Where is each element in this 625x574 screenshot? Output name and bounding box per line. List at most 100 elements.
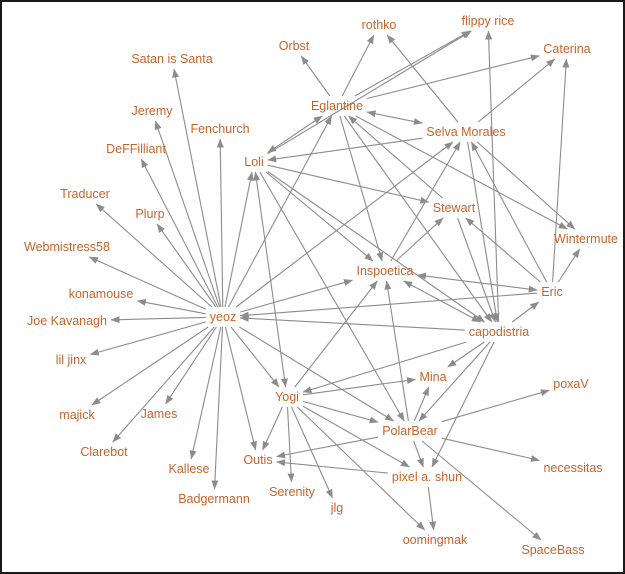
edge-eglantine-caterina	[366, 54, 540, 100]
edge-capodistria-polarbear	[418, 341, 491, 422]
edge-yogi-inspoetica	[294, 280, 378, 388]
node-clarebot: Clarebot	[80, 445, 128, 459]
node-james: James	[141, 407, 178, 421]
edge-eric-caterina	[552, 58, 570, 283]
edge-eric-wintermute	[557, 248, 581, 283]
edge-yeoz-majick	[91, 326, 209, 406]
node-eglantine: Eglantine	[311, 99, 363, 113]
edge-yeoz-webmistress	[88, 256, 207, 310]
edge-eric-yeoz	[239, 292, 538, 319]
edge-loli-yogi	[253, 171, 288, 388]
edge-yogi-serenity	[286, 406, 295, 483]
node-polarbear: PolarBear	[382, 424, 438, 438]
edge-eric-stewart	[465, 217, 541, 283]
edge-yogi-oomingmak	[296, 406, 426, 531]
edge-loli-capodistria	[267, 171, 486, 323]
edge-selva-loli	[267, 137, 423, 163]
node-rothko: rothko	[362, 18, 397, 32]
edge-selva-wintermute	[476, 141, 576, 230]
edge-loli-stewart	[267, 164, 430, 204]
edge-yogi-outis	[262, 406, 283, 451]
node-inspoetica: Inspoetica	[357, 264, 414, 278]
edge-polarbear-poxav	[441, 389, 550, 423]
node-wintermute: Wintermute	[554, 232, 618, 246]
edge-stewart-capodistria	[457, 217, 496, 323]
node-deffilliant: DeFFilliant	[106, 142, 166, 156]
edge-yeoz-outis	[224, 326, 257, 451]
edge-yeoz-satan	[172, 68, 222, 308]
edge-stewart-eglantine	[348, 115, 443, 199]
node-mina: Mina	[419, 370, 446, 384]
edge-yeoz-deffilliant	[140, 158, 219, 308]
edge-loli-flippy	[267, 30, 472, 155]
node-badgermann: Badgermann	[178, 492, 250, 506]
node-flippy: flippy rice	[462, 14, 515, 28]
node-outis: Outis	[243, 453, 272, 467]
edge-eglantine-wintermute	[355, 115, 568, 230]
edge-yeoz-fenchurch	[216, 138, 224, 308]
node-oomingmak: oomingmak	[403, 533, 468, 547]
node-konamouse: konamouse	[69, 287, 134, 301]
edge-eglantine-rothko	[341, 34, 375, 97]
edge-yeoz-jeremy	[154, 120, 221, 308]
edge-yeoz-inspoetica	[240, 279, 353, 313]
edge-eglantine-flippy	[354, 30, 471, 97]
edges-layer	[88, 30, 581, 541]
edge-pixel-outis	[276, 459, 388, 474]
edge-capodistria-yogi	[302, 341, 467, 393]
node-caterina: Caterina	[543, 42, 590, 56]
edge-yeoz-badgermann	[211, 326, 224, 490]
node-spacebass: SpaceBass	[521, 543, 584, 557]
edge-polarbear-outis	[276, 436, 379, 459]
edge-inspoetica-selva	[390, 141, 461, 262]
edge-polarbear-inspoetica	[384, 280, 409, 422]
edge-polarbear-pixel	[413, 440, 424, 468]
node-kallese: Kallese	[169, 462, 210, 476]
node-loli: Loli	[244, 155, 263, 169]
node-eric: Eric	[541, 285, 563, 299]
edge-capodistria-yeoz	[239, 314, 465, 331]
node-liljinx: lil jinx	[56, 353, 87, 367]
node-joe: Joe Kavanagh	[27, 314, 107, 328]
edge-eglantine-loli	[267, 115, 323, 154]
edge-yeoz-traducer	[95, 203, 213, 308]
node-webmistress: Webmistress58	[24, 240, 110, 254]
node-serenity: Serenity	[269, 485, 316, 499]
node-selva: Selva Morales	[426, 125, 505, 139]
edge-eglantine-orbst	[300, 55, 331, 97]
edge-capodistria-flippy	[485, 30, 500, 323]
edge-yeoz-polarbear	[239, 326, 395, 422]
edge-polarbear-necessitas	[441, 437, 540, 462]
edge-yeoz-konamouse	[136, 298, 206, 315]
edge-capodistria-eric	[511, 301, 540, 323]
edge-yogi-mina	[302, 377, 416, 396]
edge-polarbear-spacebass	[421, 440, 542, 541]
node-stewart: Stewart	[433, 201, 476, 215]
edge-yeoz-liljinx	[89, 321, 206, 356]
edge-eglantine-selva	[366, 110, 423, 125]
edge-yeoz-james	[165, 326, 217, 405]
edge-inspoetica-stewart	[395, 217, 444, 262]
edge-polarbear-mina	[413, 386, 430, 422]
node-jlg: jlg	[330, 501, 344, 515]
edge-inspoetica-capodistria	[403, 280, 481, 323]
edge-eric-selva	[470, 141, 548, 283]
node-jeremy: Jeremy	[132, 104, 174, 118]
edge-yeoz-kallese	[189, 326, 222, 460]
node-plurp: Plurp	[135, 207, 164, 221]
node-fenchurch: Fenchurch	[190, 122, 249, 136]
edge-yeoz-clarebot	[112, 326, 215, 443]
node-necessitas: necessitas	[543, 461, 602, 475]
node-poxav: poxaV	[553, 377, 589, 391]
edge-capodistria-mina	[447, 341, 485, 368]
node-orbst: Orbst	[279, 39, 310, 53]
edge-selva-rothko	[386, 34, 459, 123]
node-capodistria: capodistria	[469, 325, 529, 339]
node-satan: Satan is Santa	[131, 52, 212, 66]
node-pixel: pixel a. shun	[392, 470, 462, 484]
edge-yogi-polarbear	[302, 400, 379, 424]
edge-yogi-jlg	[290, 406, 334, 499]
